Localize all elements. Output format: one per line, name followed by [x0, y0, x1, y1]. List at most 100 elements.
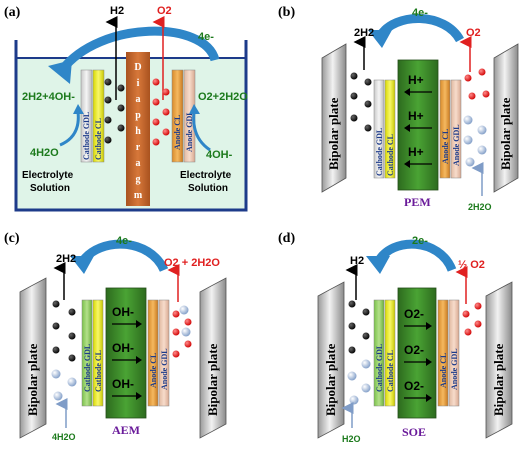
bipolar-plate-right	[493, 43, 519, 193]
o2-bubble	[152, 78, 160, 86]
o2-bubbles	[462, 302, 482, 336]
o2-bubble	[478, 68, 486, 76]
o2-bubble	[172, 328, 180, 336]
h2-bubble	[68, 354, 76, 362]
panel-b: (b) Bipolar plate Bipolar plate 4e- 2H2 …	[278, 5, 519, 212]
pem-membrane	[397, 59, 439, 191]
cathode-cl	[384, 79, 396, 179]
cathode-cl	[92, 299, 104, 407]
o2-bubble	[152, 98, 160, 106]
o2-label: O2	[466, 27, 481, 39]
cathode-cl	[384, 299, 396, 407]
o2-bubble	[464, 74, 472, 82]
h2-bubble	[52, 322, 60, 330]
left-solution-line1: Electrolyte	[22, 170, 74, 181]
h2-bubbles	[52, 300, 76, 362]
water-bubble	[477, 125, 487, 135]
h2-bubble	[364, 124, 372, 132]
ion-rows: OH- OH- OH-	[112, 305, 142, 400]
diaphragm-letter: h	[135, 126, 141, 137]
bipolar-plate-right-label: Bipolar plate	[205, 343, 220, 416]
h2-bubble	[104, 96, 112, 104]
cathode-gdl-label: Cathode GDL	[83, 344, 92, 392]
o2-bubble	[172, 310, 180, 318]
ion-label: O2-	[404, 307, 424, 321]
diaphragm-letter: i	[137, 78, 140, 89]
anode-curve-arrowhead	[189, 104, 200, 114]
diaphragm-letter: a	[136, 158, 141, 169]
water-bubble	[361, 359, 371, 369]
right-solution-line2: Solution	[188, 183, 228, 194]
cathode-gdl	[373, 299, 385, 407]
h2-bubble	[117, 104, 125, 112]
anode-cl-label: Anode CL	[441, 129, 450, 164]
o2-bubbles	[152, 78, 170, 146]
electron-arrowhead	[368, 30, 392, 48]
h2-bubble	[364, 78, 372, 86]
ion-arrowhead	[426, 394, 432, 402]
o2-bubble	[152, 118, 160, 126]
electron-flow-arrow	[78, 239, 169, 273]
o2-bubble	[162, 108, 170, 116]
h2-bubble	[68, 308, 76, 316]
electron-count: 4e-	[116, 235, 132, 247]
h2-label: H2	[110, 5, 124, 17]
product-water-bubbles	[179, 305, 191, 337]
ion-rows: H+ H+ H+	[404, 73, 432, 168]
ion-label: O2-	[404, 379, 424, 393]
anode-cl	[437, 299, 449, 407]
cathode-cl-label: Cathode CL	[386, 134, 395, 176]
h2-bubbles	[348, 300, 370, 354]
o2-bubble	[184, 340, 192, 348]
anode-gdl-label: Anode GDL	[450, 348, 459, 390]
cathode-gdl	[373, 79, 385, 179]
h2-bubble	[348, 346, 356, 354]
o2-bubble	[474, 320, 482, 328]
water-bubble	[347, 371, 357, 381]
anode-gdl-label: Anode GDL	[452, 124, 461, 166]
h2-bubble	[68, 332, 76, 340]
bipolar-plate-right-label: Bipolar plate	[498, 97, 513, 170]
h2-bubble	[117, 124, 125, 132]
water-bubble	[477, 145, 487, 155]
water-bubbles	[51, 369, 77, 401]
anode-cl	[147, 299, 159, 407]
water-bubble	[361, 383, 371, 393]
o2-bubble	[468, 92, 476, 100]
ion-label: OH-	[112, 305, 134, 319]
ion-rows: O2- O2- O2-	[404, 307, 432, 402]
water-bubble	[181, 327, 191, 337]
ion-arrowhead	[404, 160, 410, 168]
cathode-reaction: 2H2+4OH-	[22, 91, 75, 103]
water-bubble	[51, 369, 61, 379]
water-bubble	[53, 391, 63, 401]
o2-bubble	[474, 302, 482, 310]
h2-bubble	[104, 116, 112, 124]
o2-label: O2	[157, 5, 172, 17]
tank-walls	[14, 40, 248, 212]
cathode-water-input: 4H2O	[30, 147, 59, 159]
bipolar-plate-left-label: Bipolar plate	[326, 97, 341, 170]
o2-bubble	[462, 310, 470, 318]
water-bubble	[349, 395, 359, 405]
anode-reaction: O2+2H2O	[198, 91, 248, 103]
ion-label: H+	[408, 145, 424, 159]
anode-gdl	[450, 79, 462, 179]
o2-bubbles	[172, 310, 192, 358]
ion-arrowhead	[404, 124, 410, 132]
diaphragm-letter: D	[134, 62, 141, 73]
cathode-curve-arrow	[59, 111, 80, 147]
diaphragm-letter: p	[135, 110, 141, 121]
panel-d: (d) Bipolar plate Bipolar plate 2e- H2 ½…	[278, 231, 513, 444]
ion-label: H+	[408, 73, 424, 87]
cathode-gdl	[81, 299, 93, 407]
ion-arrowhead	[136, 392, 142, 400]
bipolar-plate-right-label: Bipolar plate	[491, 343, 506, 416]
bipolar-plate-left-label: Bipolar plate	[323, 343, 338, 416]
anode-curve-arrow	[192, 111, 211, 152]
h2-bubble	[104, 136, 112, 144]
left-solution-line2: Solution	[30, 183, 70, 194]
panel-a-label: (a)	[4, 5, 21, 20]
o2-label: O2 + 2H2O	[164, 257, 220, 269]
